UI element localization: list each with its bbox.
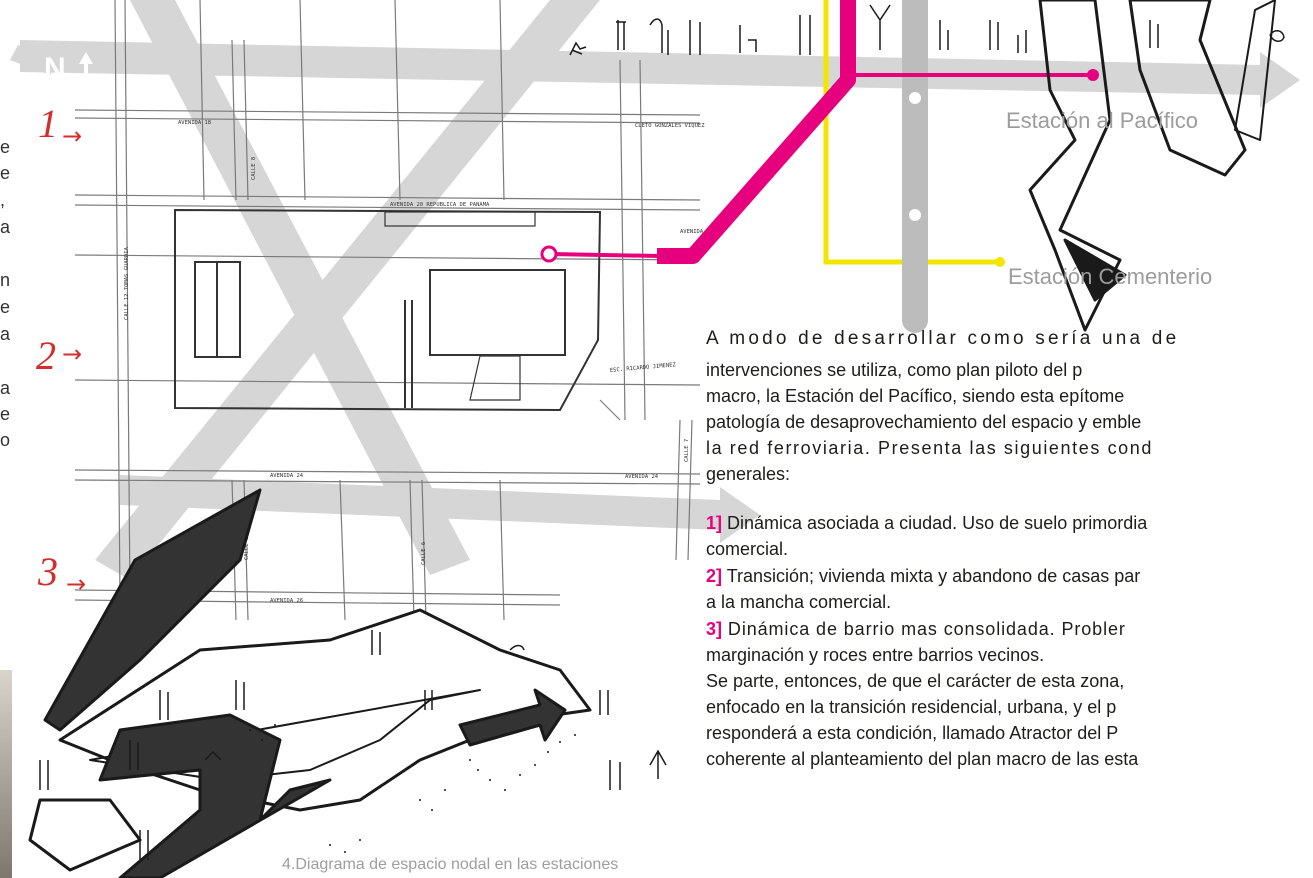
label-avenida-22: AVENIDA 22 xyxy=(680,229,713,235)
street-labels: AVENIDA 18 CALLE 8 CLETO GONZALES VIQUEZ… xyxy=(124,120,713,604)
station-label-cementerio: Estación Cementerio xyxy=(1008,264,1213,289)
intro-line-4: patología de desaprovechamiento del espa… xyxy=(706,412,1142,432)
label-cleto: CLETO GONZALES VIQUEZ xyxy=(635,123,705,129)
magenta-line-spur xyxy=(549,252,661,258)
label-avenida-26: AVENIDA 26 xyxy=(270,598,303,604)
zone-number-2: 2 xyxy=(36,333,56,378)
intro-line-5: la red ferroviaria. Presenta las siguien… xyxy=(706,438,1153,458)
label-avenida-24-b: AVENIDA 24 xyxy=(625,474,659,480)
edge-letter: e xyxy=(0,297,11,317)
cementerio-stop xyxy=(995,257,1005,267)
label-calle-10: CALLE 10 xyxy=(244,534,250,561)
edge-letter: e xyxy=(0,137,11,157)
flow-arrows xyxy=(10,0,1300,580)
item-3-number: 3] xyxy=(706,619,723,639)
yellow-line xyxy=(823,0,1000,265)
label-calle-12: CALLE 12 TOMAS GUARDIA xyxy=(124,246,130,320)
pavement-dots xyxy=(249,724,576,853)
intro-line-3: macro, la Estación del Pacífico, siendo … xyxy=(706,386,1125,406)
grey-stop-2 xyxy=(909,209,921,221)
edge-letter: e xyxy=(0,163,11,183)
label-avenida-20: AVENIDA 20 REPUBLICA DE PANAMA xyxy=(390,202,490,208)
edge-letter: a xyxy=(0,378,11,398)
station-node xyxy=(540,245,558,263)
item-3: 3] Dinámica de barrio mas consolidada. P… xyxy=(706,616,1126,642)
edge-letter: o xyxy=(0,430,11,450)
edge-letter: , xyxy=(0,190,6,210)
closing-line-4: coherente al planteamiento del plan macr… xyxy=(706,749,1139,769)
figure-caption: 4.Diagrama de espacio nodal en las estac… xyxy=(282,856,619,873)
zone-number-1: 1 xyxy=(38,101,58,146)
intro-line-6: generales: xyxy=(706,464,791,484)
zone-arrow-3-icon: → xyxy=(66,570,87,598)
station-block xyxy=(174,208,602,412)
street-grid xyxy=(74,0,701,621)
zone-arrow-1-icon: → xyxy=(62,122,83,150)
pacifico-stop xyxy=(1087,69,1099,81)
label-calle-7: CALLE 7 xyxy=(684,439,690,462)
item-2: 2] Transición; vivienda mixta y abandono… xyxy=(706,563,1140,589)
sketch-figures xyxy=(39,630,667,860)
transit-lines xyxy=(540,0,1099,333)
item-3-cont: marginación y roces entre barrios vecino… xyxy=(706,645,1045,665)
label-calle-8: CALLE 8 xyxy=(251,157,257,180)
zone-number-3: 3 xyxy=(38,549,58,594)
item-3-text: Dinámica de barrio mas consolidada. Prob… xyxy=(722,619,1126,639)
label-calle-6: CALLE 6 xyxy=(421,542,427,565)
north-label: N xyxy=(44,52,66,85)
nodal-sketch-right xyxy=(1028,0,1276,332)
edge-letter: a xyxy=(0,217,11,237)
zone-arrow-2-icon: → xyxy=(62,340,83,368)
item-2-number: 2] xyxy=(706,566,723,586)
photo-strip xyxy=(0,670,12,878)
item-1-cont: comercial. xyxy=(706,539,789,559)
edge-letter: a xyxy=(0,324,11,344)
intro-line-1: A modo de desarrollar como sería una de xyxy=(706,328,1180,349)
label-esc-ricardo: ESC. RICARDO JIMENEZ xyxy=(610,362,677,374)
item-1-number: 1] xyxy=(706,513,723,533)
label-avenida-24-a: AVENIDA 24 xyxy=(270,473,304,479)
intro-line-2: intervenciones se utiliza, como plan pil… xyxy=(706,360,1083,380)
closing-line-3: responderá a esta condición, llamado Atr… xyxy=(706,723,1119,743)
item-1: 1] Dinámica asociada a ciudad. Uso de su… xyxy=(706,510,1147,536)
edge-letter: e xyxy=(0,404,11,424)
people-figures xyxy=(569,4,1285,56)
closing-line-1: Se parte, entonces, de que el carácter d… xyxy=(706,671,1125,691)
item-2-text: Transición; vivienda mixta y abandono de… xyxy=(722,566,1141,586)
item-2-cont: a la mancha comercial. xyxy=(706,592,892,612)
item-1-text: Dinámica asociada a ciudad. Uso de suelo… xyxy=(722,513,1148,533)
compass-icon: N xyxy=(44,52,93,85)
label-avenida-18: AVENIDA 18 xyxy=(178,120,211,126)
nodal-sketch-bottom xyxy=(28,488,592,878)
closing-line-2: enfocado en la transición residencial, u… xyxy=(706,697,1117,717)
magenta-line-main xyxy=(657,0,856,264)
edge-letter: n xyxy=(0,270,11,290)
station-label-pacifico: Estación al Pacífico xyxy=(1006,108,1198,133)
grey-stop-1 xyxy=(909,92,921,104)
